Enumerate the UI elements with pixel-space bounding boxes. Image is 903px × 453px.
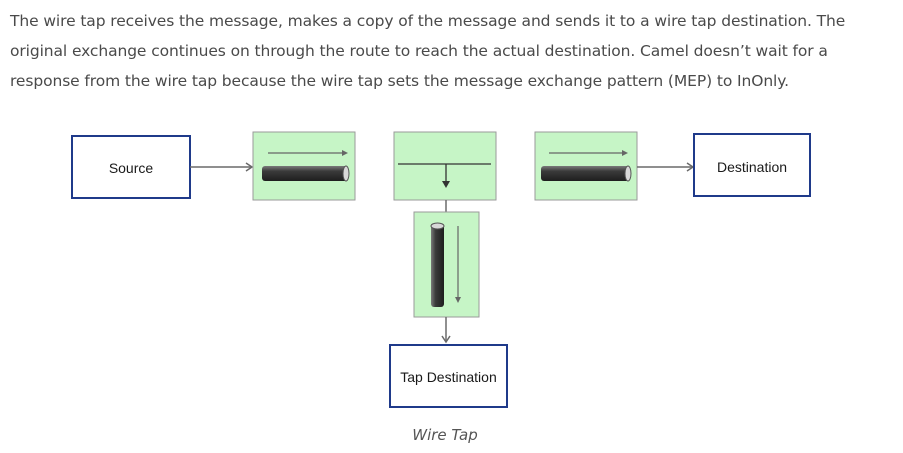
tap-destination-label: Tap Destination — [400, 369, 497, 385]
message-channel-2 — [534, 131, 638, 201]
tap-destination-box: Tap Destination — [389, 344, 508, 408]
message-channel-1 — [252, 131, 356, 201]
destination-label: Destination — [717, 159, 787, 175]
source-box: Source — [71, 135, 191, 199]
wire-tap-node — [393, 131, 497, 201]
tap-channel — [413, 211, 480, 318]
source-connector — [190, 162, 254, 172]
intro-paragraph: The wire tap receives the message, makes… — [10, 12, 846, 90]
destination-box: Destination — [693, 133, 811, 197]
source-label: Source — [109, 160, 154, 176]
destination-connector — [637, 162, 695, 172]
figure-caption: Wire Tap — [412, 426, 478, 444]
tap-destination-connector — [441, 317, 451, 344]
